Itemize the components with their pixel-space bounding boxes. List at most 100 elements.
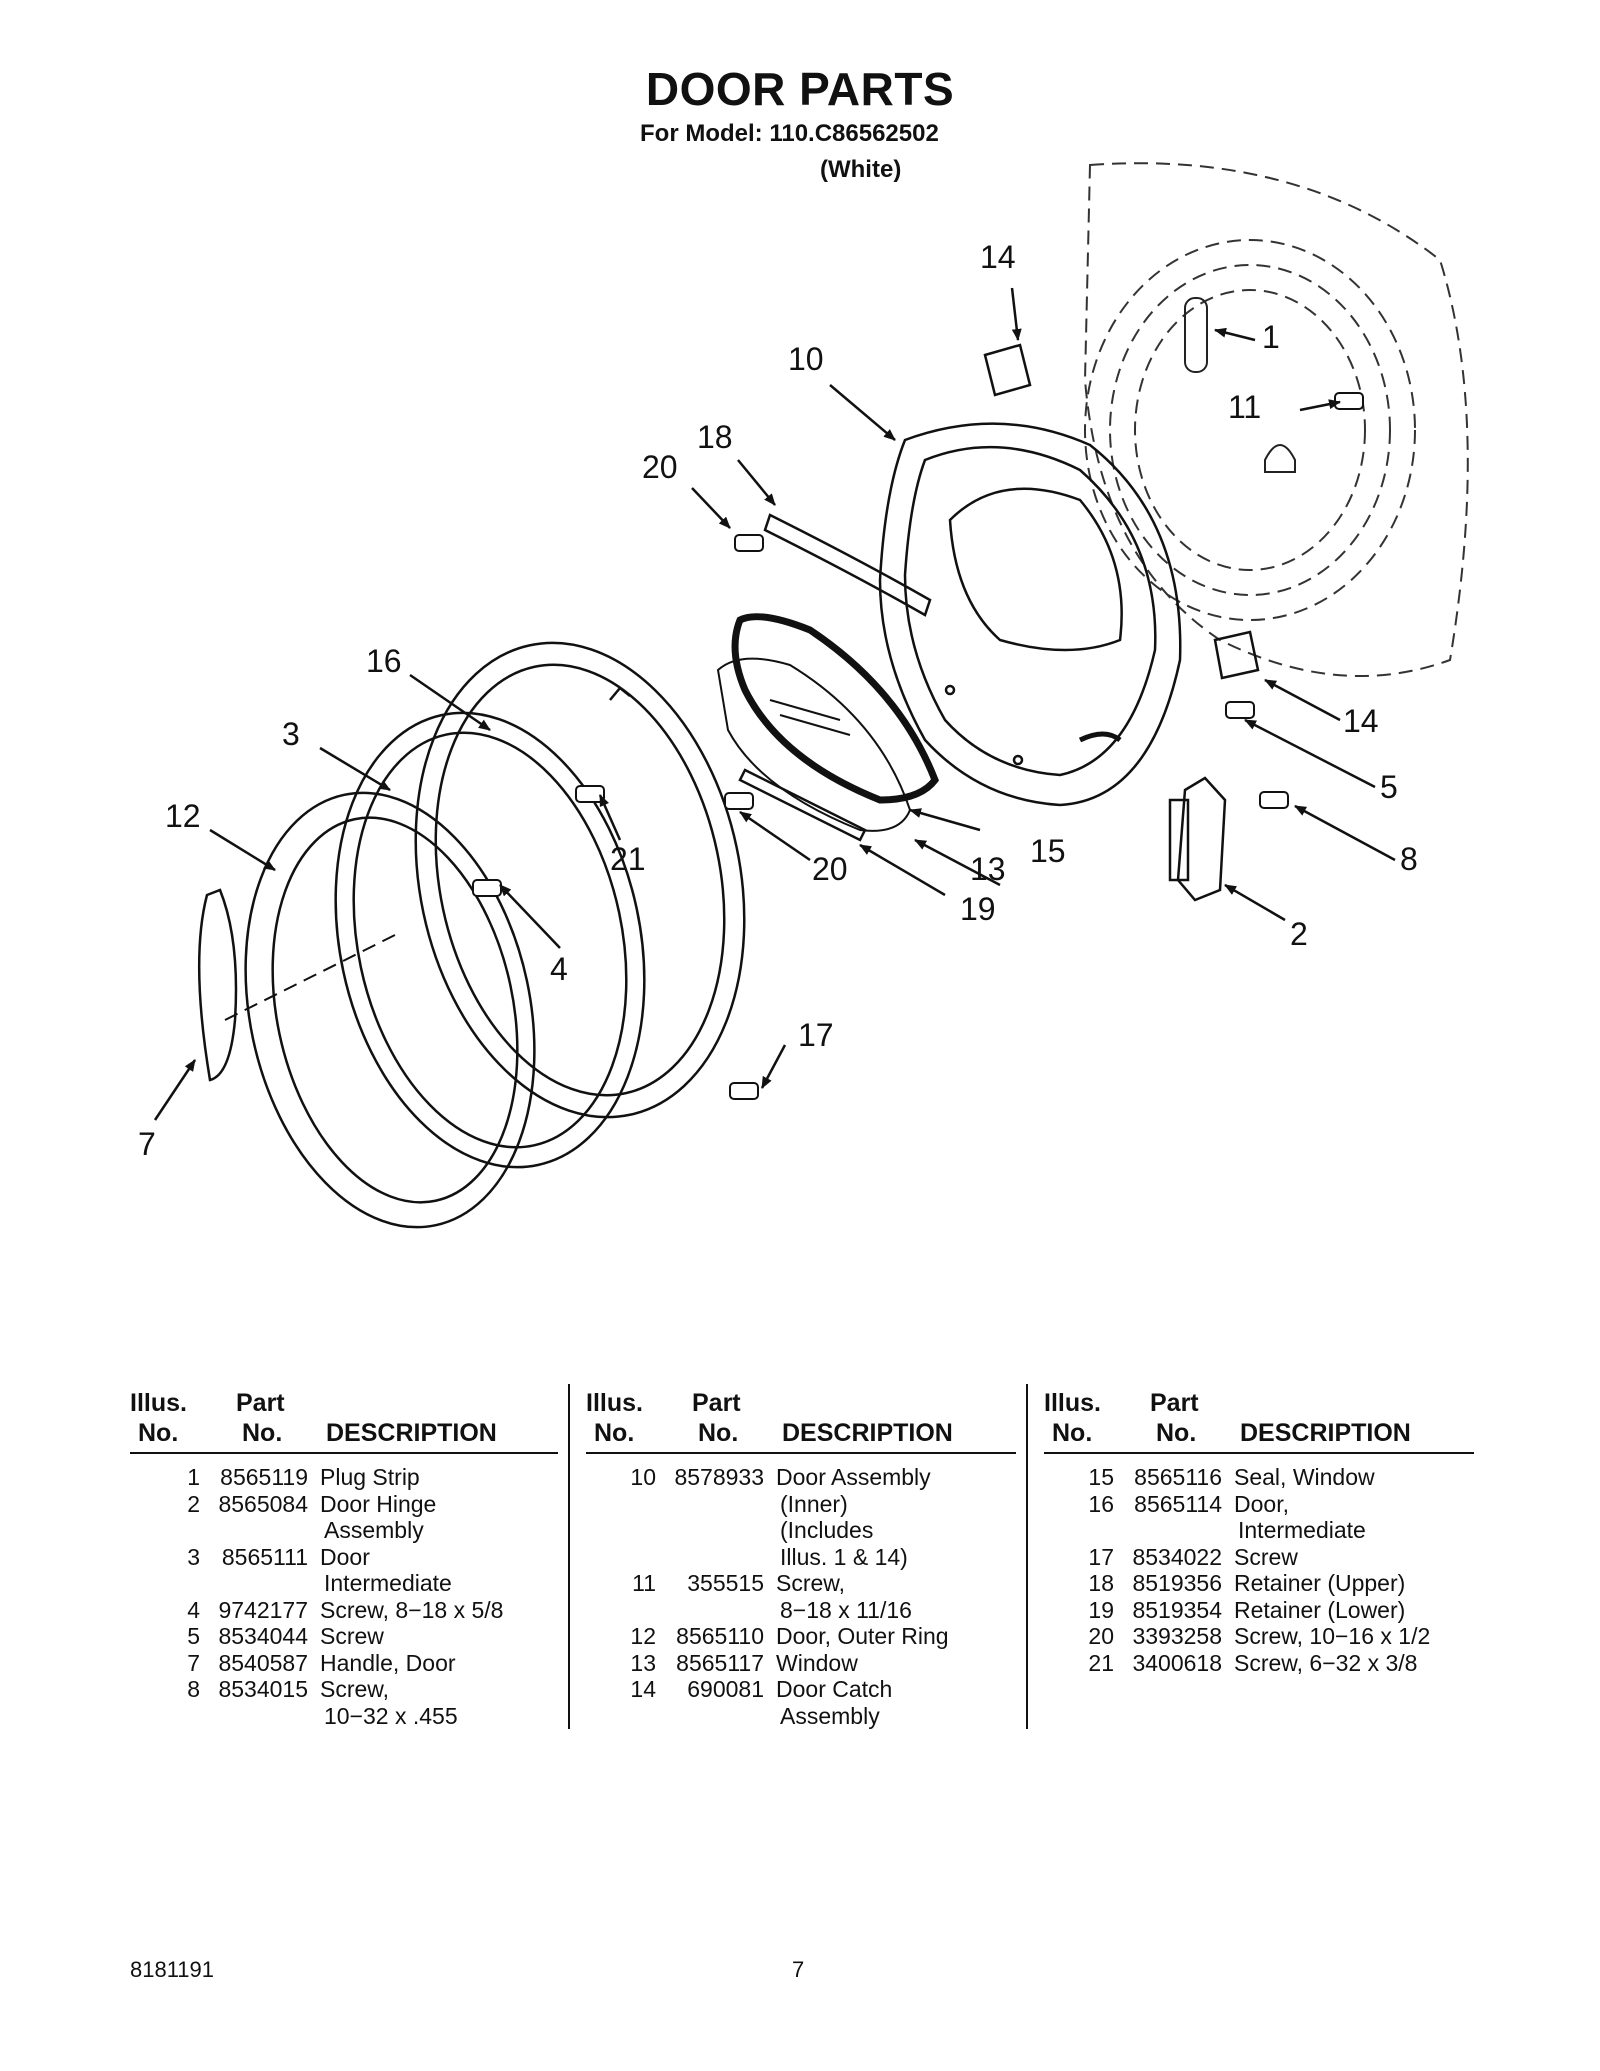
illus-number: 13 xyxy=(630,1649,656,1676)
description-line: Plug Strip xyxy=(320,1464,420,1490)
part-number: 8565114 xyxy=(1134,1490,1222,1517)
hdr-part-2: No. xyxy=(1156,1419,1197,1447)
description-line: Door Hinge xyxy=(320,1490,437,1517)
hdr-part-2: No. xyxy=(698,1419,739,1447)
part-description: Screw,8−18 x 11/16 xyxy=(776,1570,1016,1623)
callout-21: 21 xyxy=(610,841,646,877)
part-number: 8534044 xyxy=(218,1623,308,1649)
illus-number: 14 xyxy=(630,1676,656,1702)
illus-number: 21 xyxy=(1088,1649,1114,1676)
callout-11: 11 xyxy=(1228,389,1261,425)
hdr-part-1: Part xyxy=(236,1389,285,1417)
illus-number: 18 xyxy=(1088,1570,1114,1596)
part-description: Retainer (Lower) xyxy=(1234,1597,1474,1624)
description-line: Door, xyxy=(1234,1490,1289,1517)
part-number: 8534022 xyxy=(1132,1543,1222,1570)
part-number: 690081 xyxy=(687,1676,764,1702)
hdr-illus-2: No. xyxy=(1052,1419,1093,1447)
illus-number: 10 xyxy=(630,1464,656,1490)
document-number: 8181191 xyxy=(130,1957,215,1982)
callout-20-lower: 20 xyxy=(812,851,848,887)
part-number: 3400618 xyxy=(1132,1649,1222,1676)
description-line: Assembly xyxy=(780,1702,880,1729)
table-row: 13 8565117 Window xyxy=(586,1650,1016,1677)
description-line: Screw, 6−32 x 3/8 xyxy=(1234,1649,1418,1676)
illus-number: 11 xyxy=(632,1570,656,1596)
hdr-desc: DESCRIPTION xyxy=(782,1419,953,1447)
description-line: Retainer (Lower) xyxy=(1234,1596,1406,1623)
part-description: Handle, Door xyxy=(320,1650,558,1677)
part-number: 8540587 xyxy=(218,1649,308,1676)
parts-table-col-2: Illus. No. Part No. DESCRIPTION 10 857893… xyxy=(586,1384,1016,1729)
door-catch-assemblies xyxy=(983,343,1260,680)
table-divider-1 xyxy=(568,1384,570,1729)
illus-number: 5 xyxy=(187,1623,200,1649)
part-description: Screw, 6−32 x 3/8 xyxy=(1234,1650,1474,1677)
part-number: 8578933 xyxy=(674,1464,764,1490)
callout-labels: 1 2 3 4 5 7 8 10 11 12 13 14 14 15 16 17… xyxy=(138,239,1418,1162)
hdr-illus-2: No. xyxy=(594,1419,635,1447)
callout-19: 19 xyxy=(960,891,996,927)
callout-4: 4 xyxy=(550,951,568,987)
illus-number: 20 xyxy=(1088,1623,1114,1649)
illus-number: 17 xyxy=(1088,1543,1114,1570)
dryer-panel-details xyxy=(1184,297,1296,473)
part-number: 8519354 xyxy=(1132,1596,1222,1623)
description-line: Screw, xyxy=(320,1676,390,1702)
table-divider-2 xyxy=(1026,1384,1028,1729)
hdr-illus-1: Illus. xyxy=(586,1389,643,1417)
hdr-part-2: No. xyxy=(242,1419,283,1447)
part-number: 9742177 xyxy=(218,1596,308,1623)
page-number: 7 xyxy=(792,1957,805,1982)
hdr-part-1: Part xyxy=(692,1389,741,1417)
callout-16: 16 xyxy=(366,643,402,679)
description-line: Assembly xyxy=(324,1517,424,1543)
description-line: Illus. 1 & 14) xyxy=(780,1543,908,1570)
callout-20-left: 20 xyxy=(642,449,678,485)
part-number: 8565116 xyxy=(1134,1464,1222,1490)
part-description: Screw, 10−16 x 1/2 xyxy=(1234,1623,1474,1650)
callout-14-top: 14 xyxy=(980,239,1016,275)
hdr-illus-2: No. xyxy=(138,1419,179,1447)
callout-8: 8 xyxy=(1400,841,1418,877)
description-line: Intermediate xyxy=(1238,1517,1366,1543)
illus-number: 1 xyxy=(187,1464,200,1490)
part-description: Door, Outer Ring xyxy=(776,1623,1016,1650)
table-row: 21 3400618 Screw, 6−32 x 3/8 xyxy=(1044,1650,1474,1677)
hdr-desc: DESCRIPTION xyxy=(326,1419,497,1447)
description-line: Door Assembly xyxy=(776,1464,931,1490)
hdr-part-1: Part xyxy=(1150,1389,1199,1417)
leader-arrows xyxy=(153,287,1396,1121)
callout-15: 15 xyxy=(1030,833,1066,869)
part-number: 8519356 xyxy=(1132,1570,1222,1596)
description-line: Intermediate xyxy=(324,1570,452,1596)
model-line: For Model: 110.C86562502 xyxy=(640,120,939,147)
description-line: Screw, xyxy=(776,1570,846,1596)
callout-12: 12 xyxy=(165,798,201,834)
part-number: 8565117 xyxy=(676,1649,764,1676)
part-number: 8565084 xyxy=(218,1490,308,1517)
description-line: Retainer (Upper) xyxy=(1234,1570,1406,1596)
illus-number: 16 xyxy=(1088,1490,1114,1517)
callout-13: 13 xyxy=(970,851,1006,887)
illus-number: 2 xyxy=(187,1490,200,1517)
illus-number: 12 xyxy=(630,1623,656,1649)
door-handle xyxy=(197,888,238,1082)
description-line: Handle, Door xyxy=(320,1649,456,1676)
part-number: 3393258 xyxy=(1132,1623,1222,1649)
table-row: 1 8565119 Plug Strip xyxy=(130,1464,558,1491)
callout-7: 7 xyxy=(138,1126,156,1162)
part-description: Window xyxy=(776,1650,1016,1677)
part-number: 8565119 xyxy=(220,1464,308,1490)
